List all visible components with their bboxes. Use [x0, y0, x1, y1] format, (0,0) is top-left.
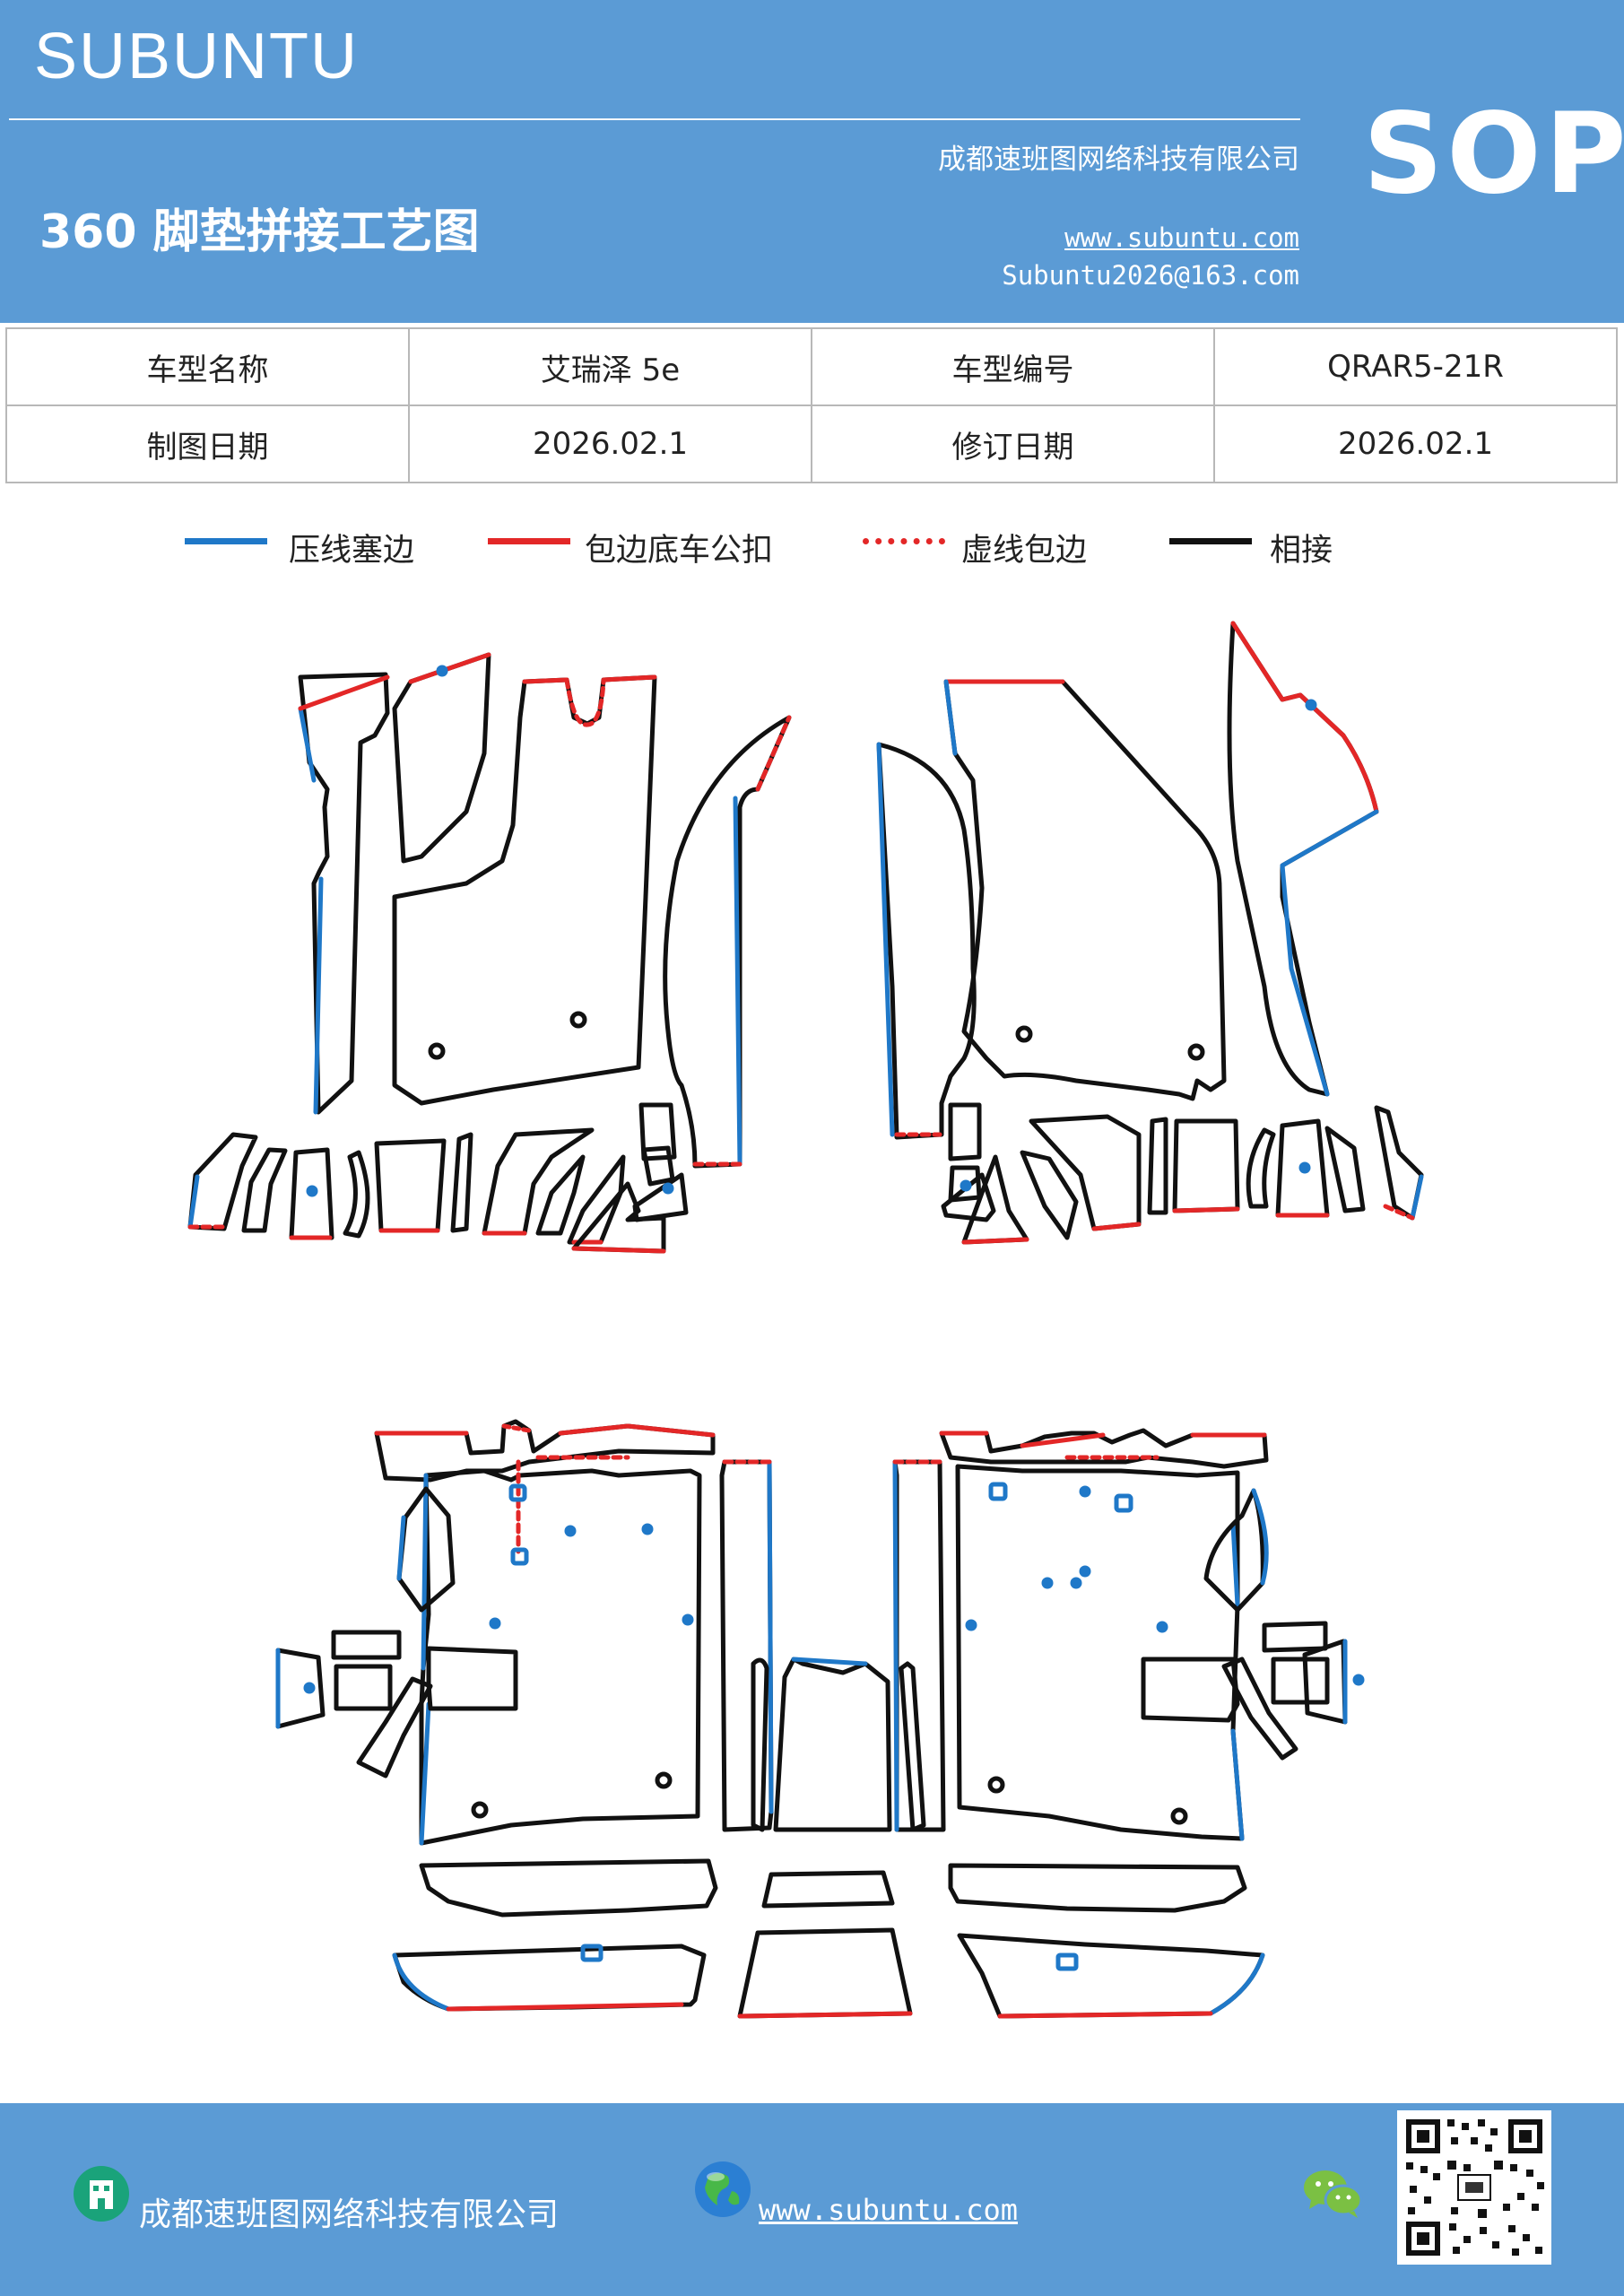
sop-badge: SOP — [1363, 90, 1624, 219]
header-website-link[interactable]: www.subuntu.com — [1064, 222, 1299, 253]
legend-red-swatch — [488, 538, 570, 544]
wechat-icon — [1304, 2170, 1363, 2218]
document-title: 360 脚垫拼接工艺图 — [39, 205, 480, 259]
legend-blue-swatch — [185, 538, 267, 544]
header-company: 成都速班图网络科技有限公司 — [938, 144, 1299, 176]
header-divider — [9, 118, 1300, 120]
brand-name: SUBUNTU — [34, 21, 360, 92]
legend-label: 相接 — [1270, 533, 1333, 569]
draw-date-label: 制图日期 — [5, 404, 410, 483]
globe-icon — [695, 2161, 751, 2217]
table-row: 车型名称 艾瑞泽 5e 车型编号 QRAR5-21R — [5, 327, 1618, 406]
header-banner: SUBUNTU 成都速班图网络科技有限公司 360 脚垫拼接工艺图 www.su… — [0, 0, 1624, 323]
legend-black-swatch — [1169, 538, 1252, 544]
draw-date-value: 2026.02.1 — [408, 404, 812, 483]
legend: 压线塞边 包边底车公扣 虚线包边 相接 — [0, 525, 1624, 570]
lower-left-mat-group — [275, 1419, 774, 2012]
header-email: Subuntu2026@163.com — [1002, 260, 1299, 291]
vehicle-code-value: QRAR5-21R — [1213, 327, 1618, 406]
vehicle-name-value: 艾瑞泽 5e — [408, 327, 812, 406]
upper-right-mat-group — [876, 621, 1424, 1245]
revision-date-label: 修订日期 — [811, 404, 1215, 483]
legend-red-dashed-swatch — [863, 538, 945, 544]
footer-company: 成都速班图网络科技有限公司 — [139, 2196, 560, 2233]
legend-label: 包边底车公扣 — [585, 533, 774, 569]
table-row: 制图日期 2026.02.1 修订日期 2026.02.1 — [5, 404, 1618, 483]
legend-label: 虚线包边 — [961, 533, 1088, 569]
vehicle-name-label: 车型名称 — [5, 327, 410, 406]
footer-website-link[interactable]: www.subuntu.com — [759, 2193, 1018, 2227]
qr-code[interactable] — [1397, 2110, 1551, 2265]
vehicle-code-label: 车型编号 — [811, 327, 1215, 406]
revision-date-value: 2026.02.1 — [1213, 404, 1618, 483]
lower-right-mat-group — [892, 1428, 1365, 2019]
footer-banner: 成都速班图网络科技有限公司 www.subuntu.com — [0, 2103, 1624, 2296]
upper-left-mat-group — [187, 652, 792, 1254]
legend-label: 压线塞边 — [289, 533, 415, 569]
building-icon — [74, 2166, 129, 2222]
vehicle-info-table: 车型名称 艾瑞泽 5e 车型编号 QRAR5-21R 制图日期 2026.02.… — [5, 327, 1618, 483]
